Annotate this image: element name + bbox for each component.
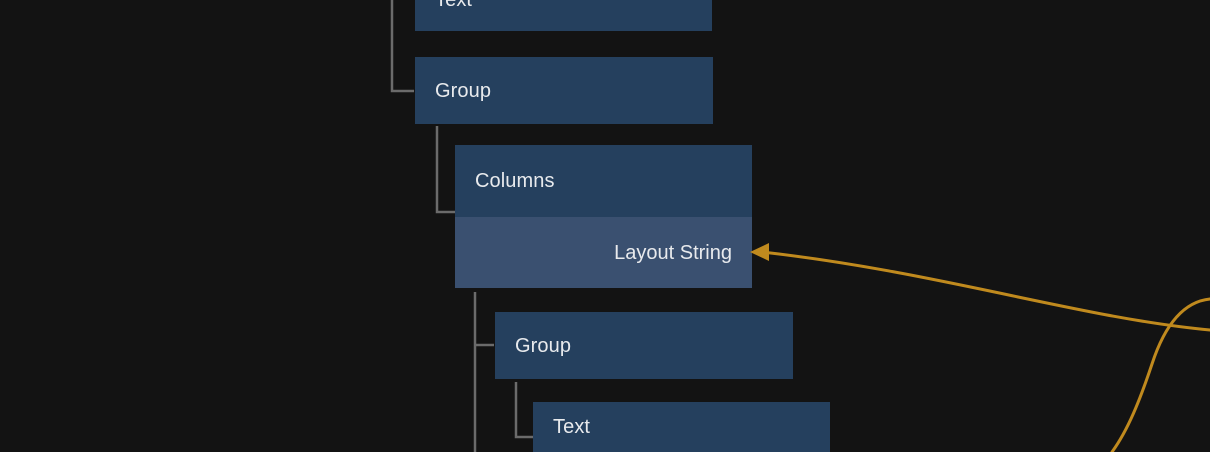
node-text-top[interactable]: Text (415, 0, 712, 31)
node-title: Text (553, 416, 591, 438)
node-title: Columns (475, 170, 555, 192)
tree-connector-text-bottom (514, 382, 534, 439)
node-header[interactable]: Group (495, 312, 793, 379)
node-title: Group (435, 79, 492, 102)
node-title: Group (515, 334, 572, 357)
tree-connector-columns (435, 126, 455, 214)
node-text-bottom[interactable]: Text (533, 402, 830, 452)
edge-layout-string-input (760, 250, 1210, 332)
node-header[interactable]: Text (533, 402, 830, 452)
node-port-label: Layout String (614, 241, 732, 264)
node-group-2[interactable]: Group (495, 312, 793, 379)
tree-connector-group-1 (390, 0, 414, 93)
node-header[interactable]: Columns (455, 145, 752, 217)
node-port-layout-string[interactable]: Layout String (455, 217, 752, 288)
node-columns[interactable]: Columns Layout String (455, 145, 752, 288)
node-group-1[interactable]: Group (415, 57, 713, 124)
edge-arrowhead-icon (750, 243, 769, 261)
node-header[interactable]: Group (415, 57, 713, 124)
node-header[interactable]: Text (415, 0, 712, 31)
node-title: Text (435, 0, 472, 10)
edge-lower-right (1110, 297, 1210, 452)
